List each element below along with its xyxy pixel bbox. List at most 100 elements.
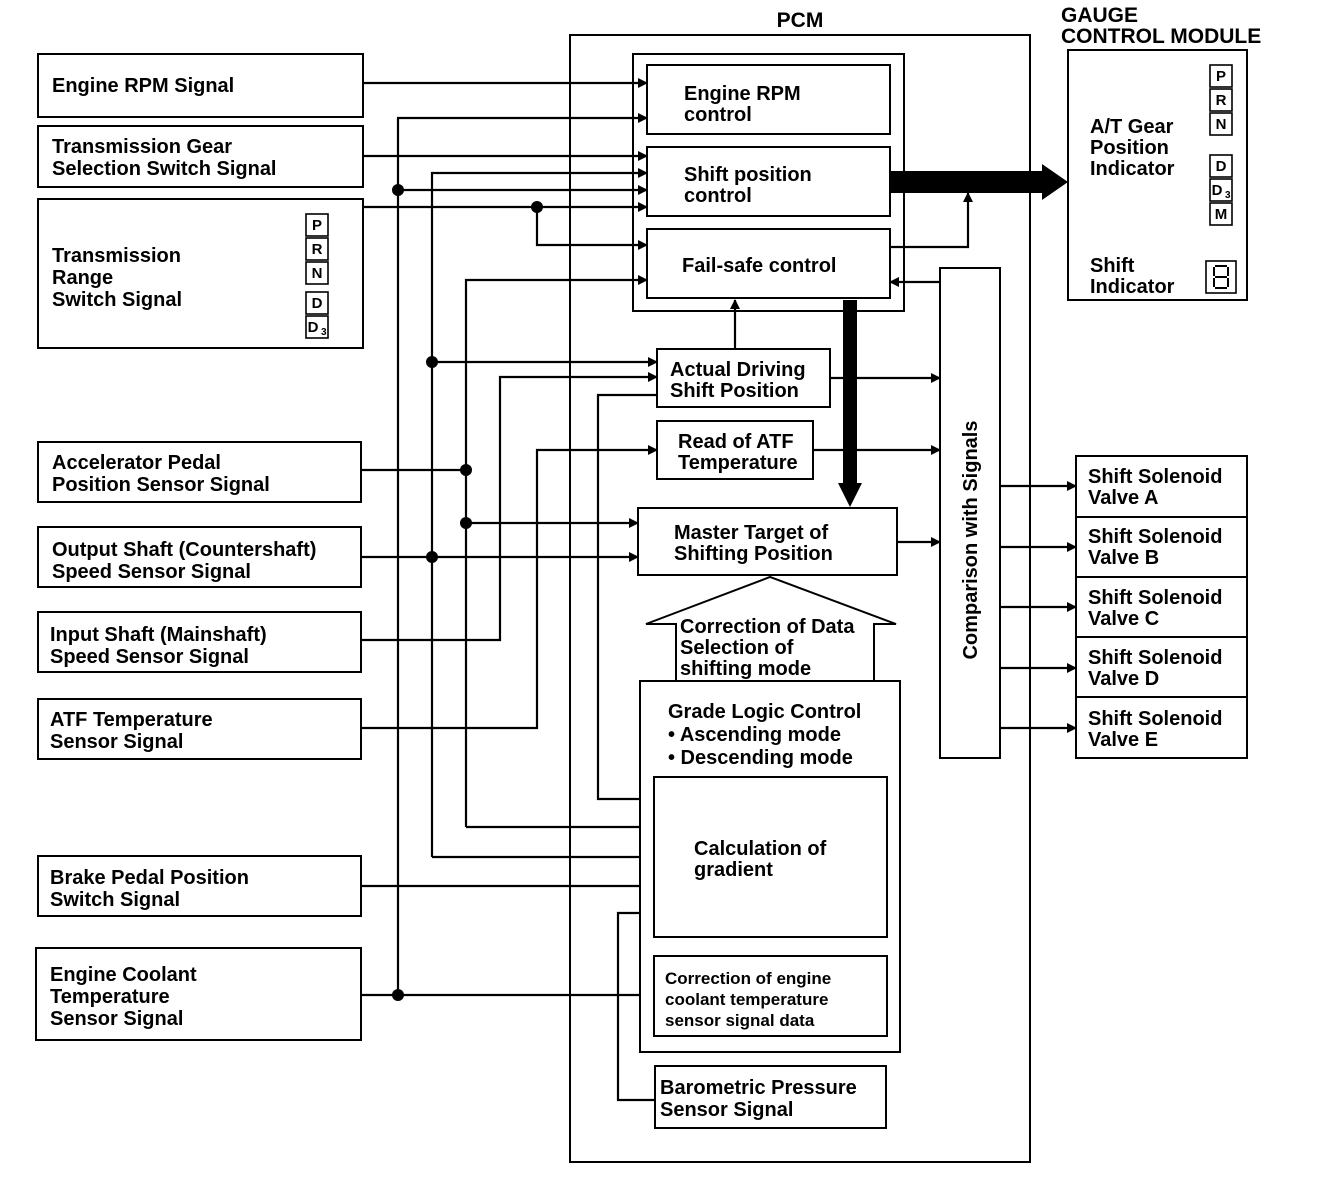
grade-logic-text: • Ascending mode — [668, 724, 841, 746]
trans-gear-selection-text: Transmission Gear — [52, 136, 232, 158]
valve-c-text: Valve C — [1088, 608, 1159, 630]
shift-indicator-label: Shift — [1090, 255, 1135, 277]
at-gear-indicator-label: Position — [1090, 137, 1169, 159]
gear-letter-box — [1209, 112, 1233, 136]
coolant-correction-text: Correction of engine — [665, 969, 831, 988]
gauge-title-line2: CONTROL MODULE — [1061, 25, 1261, 48]
seven-segment-icon — [1205, 260, 1237, 294]
shift-indicator-label: Indicator — [1090, 276, 1175, 298]
trans-gear-selection-box — [37, 125, 364, 188]
valve-e-text: Shift Solenoid — [1088, 708, 1222, 730]
gear-letter-box — [305, 291, 329, 315]
thick-arrow-to-gauge — [890, 164, 1068, 200]
gear-letter-text: R — [1216, 92, 1227, 109]
correction-data-text: Selection of — [680, 637, 794, 659]
gauge-title-line1: GAUGE — [1061, 4, 1138, 27]
valve-c-text: Shift Solenoid — [1088, 587, 1222, 609]
accel-pedal-sensor-text: Accelerator Pedal — [52, 452, 221, 474]
gear-letter-box — [1209, 64, 1233, 88]
output-shaft-sensor-text: Speed Sensor Signal — [52, 561, 251, 583]
coolant-correction-box — [653, 955, 888, 1037]
trans-range-switch-text: Switch Signal — [52, 289, 182, 311]
calc-gradient-box — [653, 776, 888, 938]
shift-position-control-text: control — [684, 185, 752, 207]
engine-rpm-control-text: control — [684, 104, 752, 126]
at-gear-indicator-label: A/T Gear — [1090, 116, 1174, 138]
gear-letter-text: D — [312, 295, 323, 312]
line-barometric — [616, 908, 655, 1102]
gear-letter-text: N — [312, 265, 323, 282]
barometric-sensor-box — [654, 1065, 887, 1129]
output-shaft-sensor-text: Output Shaft (Countershaft) — [52, 539, 316, 561]
shift-position-control-box — [646, 146, 891, 217]
line-atf-temp — [362, 445, 658, 730]
trans-range-switch-text: Transmission — [52, 245, 181, 267]
calc-gradient-text: Calculation of — [694, 838, 827, 860]
master-target-box — [637, 507, 898, 576]
atf-temp-sensor-box — [37, 698, 362, 760]
gear-letter-text: N — [1216, 116, 1227, 133]
gear-letter-text: D — [1212, 182, 1223, 199]
bus-output-shaft — [430, 168, 648, 857]
bus-accel — [464, 275, 648, 827]
engine-rpm-signal-text: Engine RPM Signal — [52, 75, 234, 97]
valve-d-box — [1075, 636, 1248, 698]
input-shaft-sensor-text: Input Shaft (Mainshaft) — [50, 624, 267, 646]
comparison-text: Comparison with Signals — [960, 421, 982, 660]
coolant-correction-text: sensor signal data — [665, 1011, 815, 1030]
master-target-text: Shifting Position — [674, 543, 833, 565]
engine-coolant-sensor-text: Sensor Signal — [50, 1008, 183, 1030]
actual-driving-text: Actual Driving — [670, 359, 806, 381]
barometric-sensor-text: Sensor Signal — [660, 1099, 793, 1121]
shift-position-control-text: Shift position — [684, 164, 812, 186]
valve-b-text: Shift Solenoid — [1088, 526, 1222, 548]
trans-gear-selection-text: Selection Switch Signal — [52, 158, 277, 180]
read-atf-temp-text: Temperature — [678, 452, 798, 474]
bus-coolant — [396, 113, 648, 995]
junction-dots — [392, 184, 543, 1001]
fail-safe-control-text: Fail-safe control — [682, 255, 836, 277]
master-target-text: Master Target of — [674, 522, 828, 544]
valve-d-text: Shift Solenoid — [1088, 647, 1222, 669]
gear-letter-box — [305, 315, 329, 339]
atf-temp-sensor-text: ATF Temperature — [50, 709, 213, 731]
correction-data-text: Correction of Data — [680, 616, 855, 638]
gear-letter-text: D — [308, 319, 319, 336]
line-input-shaft — [362, 372, 658, 642]
gear-letter-box — [1209, 88, 1233, 112]
accel-pedal-sensor-text: Position Sensor Signal — [52, 474, 270, 496]
input-shaft-sensor-text: Speed Sensor Signal — [50, 646, 249, 668]
correction-arrow — [645, 575, 897, 681]
grade-logic-text: • Descending mode — [668, 747, 853, 769]
engine-rpm-signal-box — [37, 53, 364, 118]
engine-rpm-control-text: Engine RPM — [684, 83, 801, 105]
gear-letter-text: M — [1215, 206, 1228, 223]
gear-letter-text: D — [1216, 158, 1227, 175]
valve-a-box — [1075, 455, 1248, 518]
gear-letter-box — [1209, 178, 1233, 202]
output-shaft-sensor-box — [37, 526, 362, 588]
at-gear-indicator-label: Indicator — [1090, 158, 1175, 180]
gear-letter-box — [1209, 202, 1233, 226]
gear-letter-sub: 3 — [321, 327, 327, 338]
brake-pedal-switch-text: Brake Pedal Position — [50, 867, 249, 889]
engine-coolant-sensor-box — [35, 947, 362, 1041]
valve-e-box — [1075, 696, 1248, 759]
line-actual-to-gradient — [596, 393, 657, 804]
calc-gradient-text: gradient — [694, 859, 773, 881]
gear-letter-box — [305, 213, 329, 237]
valve-b-text: Valve B — [1088, 547, 1159, 569]
comparison-box — [939, 267, 1001, 759]
correction-data-text: shifting mode — [680, 658, 811, 680]
atf-temp-sensor-text: Sensor Signal — [50, 731, 183, 753]
line-failsafe-up — [890, 192, 973, 249]
input-shaft-sensor-box — [37, 611, 362, 673]
engine-coolant-sensor-text: Temperature — [50, 986, 170, 1008]
gear-letter-box — [1209, 154, 1233, 178]
valve-a-text: Valve A — [1088, 487, 1158, 509]
valve-a-text: Shift Solenoid — [1088, 466, 1222, 488]
brake-pedal-switch-text: Switch Signal — [50, 889, 180, 911]
valve-d-text: Valve D — [1088, 668, 1159, 690]
valve-b-box — [1075, 516, 1248, 578]
